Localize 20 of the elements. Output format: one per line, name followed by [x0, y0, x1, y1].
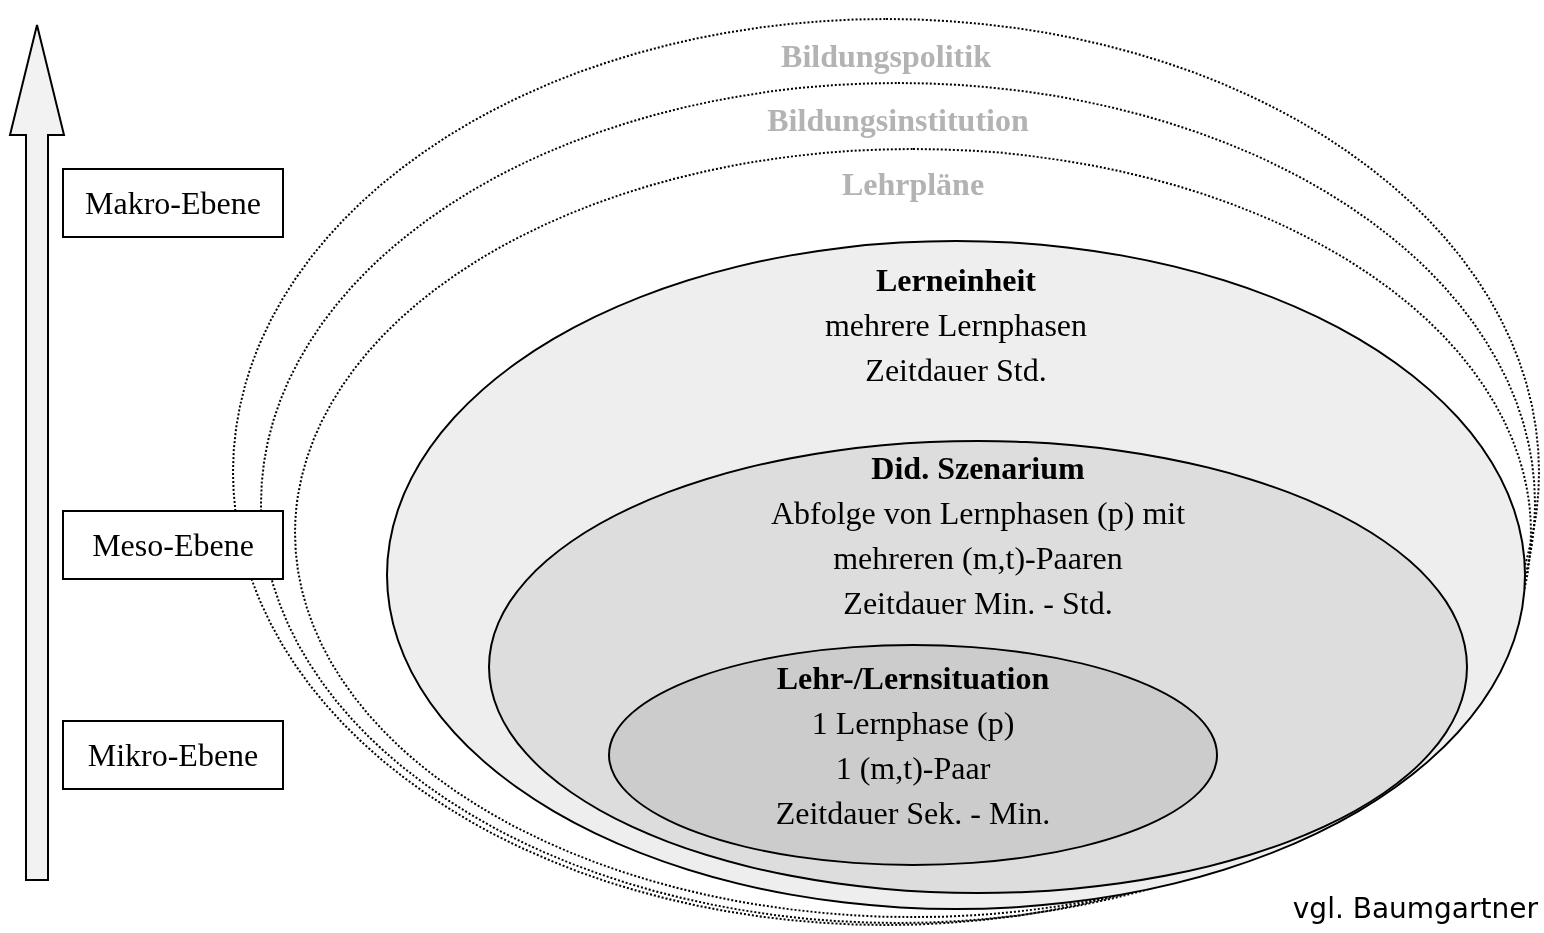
- level-name: Mikro-Ebene: [87, 735, 259, 775]
- level-name: Meso-Ebene: [92, 525, 254, 565]
- level-title: Lehr-/Lernsituation: [776, 659, 1050, 698]
- level-title: Lehrpläne: [841, 165, 985, 204]
- level-description: 1 (m,t)-Paar: [835, 749, 991, 788]
- level-description: Abfolge von Lernphasen (p) mit mehreren (m,t)-Paaren: [769, 494, 1187, 578]
- level-title: Bildungsinstitution: [767, 101, 1029, 140]
- level-description: Zeitdauer Sek. - Min.: [775, 794, 1051, 833]
- level-description: Zeitdauer Std.: [865, 351, 1047, 390]
- level-description: Zeitdauer Min. - Std.: [843, 584, 1113, 623]
- level-description: 1 Lernphase (p): [811, 704, 1015, 743]
- level-description: mehrere Lernphasen: [824, 306, 1088, 345]
- level-title: Lerneinheit: [876, 261, 1036, 300]
- source-note: vgl. Baumgartner: [1292, 891, 1538, 927]
- level-box: [62, 720, 284, 790]
- level-title: Did. Szenarium: [871, 449, 1085, 488]
- level-title: Bildungspolitik: [781, 37, 991, 76]
- level-box: [62, 168, 284, 238]
- level-box: [62, 510, 284, 580]
- level-name: Makro-Ebene: [85, 183, 261, 223]
